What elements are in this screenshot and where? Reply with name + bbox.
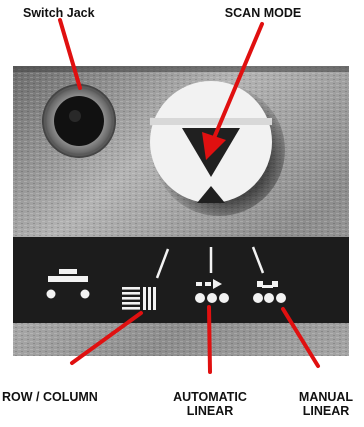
manual-linear-label-line2: LINEAR [302,404,350,418]
callout-scan-mode [212,22,264,140]
callout-lines [58,18,320,374]
single-switch-icon [46,269,90,299]
callout-manual-linear [281,307,320,368]
manual-linear-scan-icon [251,246,286,303]
scan-indicator-icon [197,186,225,203]
automatic-linear-label-line1: AUTOMATIC [173,390,247,404]
mode-icon-strip [13,237,349,323]
callout-automatic-linear [207,305,212,374]
row-column-scan-icon [122,248,170,310]
row-column-label: ROW / COLUMN [2,390,98,404]
switch-jack[interactable] [42,84,116,158]
callout-scan-mode-arrow [202,132,226,160]
switch-jack-label: Switch Jack [23,6,95,20]
manual-linear-label-line1: MANUAL [298,390,354,404]
automatic-linear-label: AUTOMATIC LINEAR [158,390,262,418]
automatic-linear-label-line2: LINEAR [186,404,234,418]
callout-row-column [70,311,143,365]
callout-switch-jack [58,18,82,90]
manual-linear-label: MANUAL LINEAR [290,390,362,418]
automatic-linear-scan-icon [195,247,229,303]
scan-mode-label: SCAN MODE [224,6,302,20]
